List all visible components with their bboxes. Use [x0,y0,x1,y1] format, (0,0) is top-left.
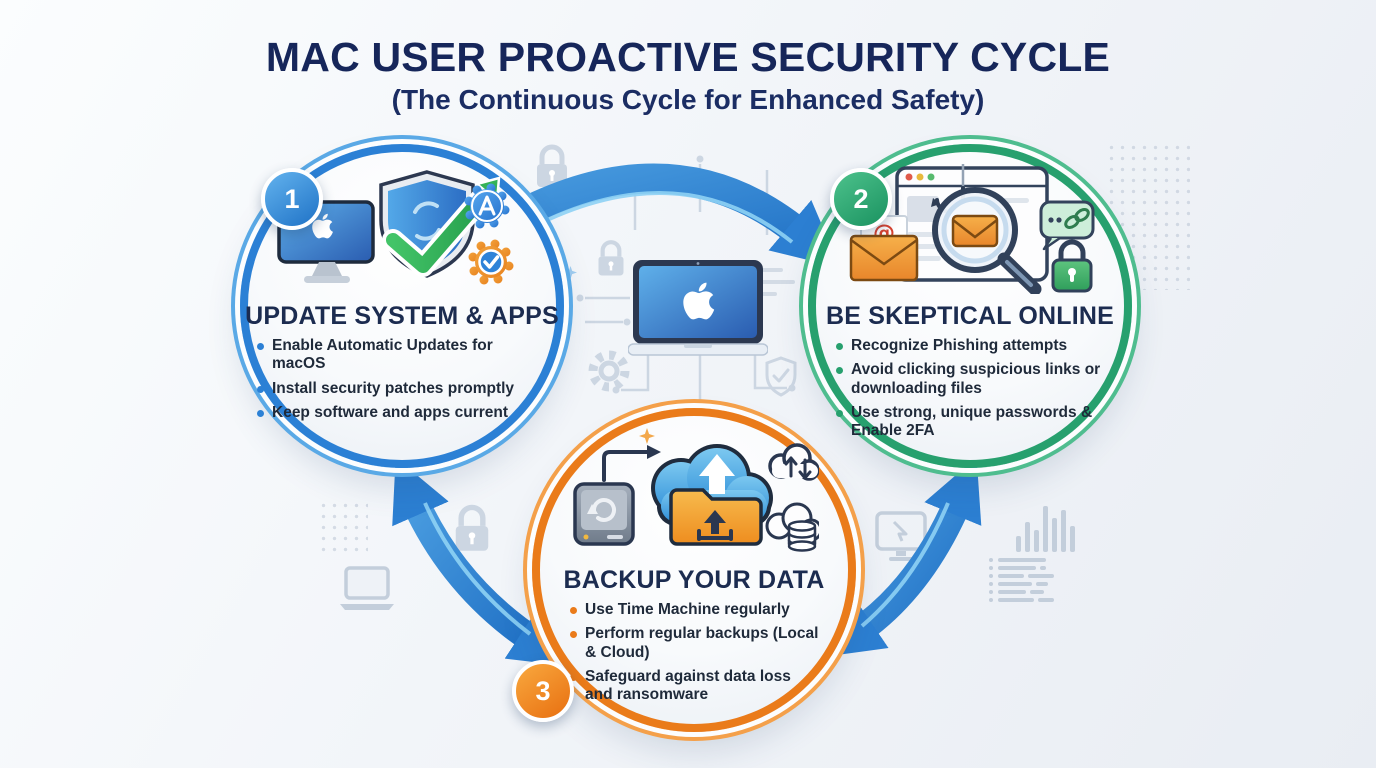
node-bullet-list: Recognize Phishing attempts Avoid clicki… [834,337,1106,446]
page-title: MAC USER PROACTIVE SECURITY CYCLE [265,34,1111,80]
bullet-item: Safeguard against data loss and ransomwa… [568,668,820,705]
padlock-watermark-icon [598,240,624,276]
arrow-skeptical-backup [820,457,982,658]
email-at-icon: @ [849,215,919,282]
chat-link-icon [1039,200,1095,251]
shield-outline-icon [765,356,797,397]
verified-badge-icon [468,239,514,285]
node-bullet-list: Use Time Machine regularly Perform regul… [568,601,820,710]
gear-watermark-icon [588,350,630,392]
step-number-badge: 2 [830,168,892,230]
dot-grid-bottom-left [318,500,368,556]
step-number-badge: 3 [512,660,574,722]
node-heading: BACKUP YOUR DATA [563,566,825,594]
step-number-badge: 1 [261,168,323,230]
backup-folder-icon [669,488,763,546]
bullet-item: Use Time Machine regularly [568,601,820,619]
bullet-item: Keep software and apps current [255,404,549,422]
apple-logo-icon [683,282,715,320]
cloud-database-icon [765,502,819,552]
bar-chart-icon [1016,506,1075,552]
magnifier-email-icon [932,187,1042,294]
green-padlock-icon [1051,239,1093,293]
bullet-item: Avoid clicking suspicious links or downl… [834,361,1106,398]
bullet-item: Use strong, unique passwords & Enable 2F… [834,404,1106,441]
bullet-item: Install security patches promptly [255,380,549,398]
node-heading: BE SKEPTICAL ONLINE [825,302,1115,330]
sparkle-icon [639,428,655,444]
laptop-outline-icon [340,566,394,610]
node-update-system: UPDATE SYSTEM & APPS Enable Automatic Up… [240,144,564,468]
bullet-item: Recognize Phishing attempts [834,337,1106,355]
arrow-update-backup [392,457,574,667]
macbook-icon [628,260,768,356]
skeptical-icon-cluster: @ [849,164,1095,294]
title-block: MAC USER PROACTIVE SECURITY CYCLE (The C… [0,34,1376,116]
bullet-item: Perform regular backups (Local & Cloud) [568,625,820,662]
app-store-badge-icon [464,183,510,229]
external-drive-icon [573,482,635,546]
backup-icon-cluster [573,428,819,552]
bullet-item: Enable Automatic Updates for macOS [255,337,549,374]
node-heading: UPDATE SYSTEM & APPS [245,302,559,330]
cloud-sync-icon [768,443,819,481]
sparkle-icon [564,266,577,279]
node-be-skeptical: @ [808,144,1132,468]
list-lines-icon [989,558,1054,602]
node-bullet-list: Enable Automatic Updates for macOS Insta… [255,337,549,428]
page-subtitle: (The Continuous Cycle for Enhanced Safet… [391,84,985,115]
update-icon-cluster [277,170,514,285]
elbow-arrow-icon [602,445,661,482]
node-backup-data: BACKUP YOUR DATA Use Time Machine regula… [532,408,856,732]
